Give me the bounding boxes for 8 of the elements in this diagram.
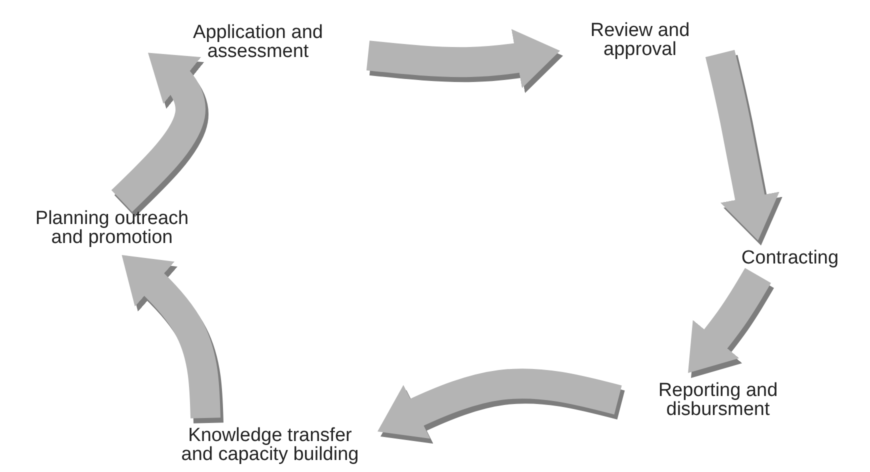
step-label: Planning outreach and promotion [34, 209, 190, 247]
step-label: Reporting and disbursment [657, 381, 779, 419]
step-label: Knowledge transfer and capacity building [180, 426, 360, 464]
step-label: Review and approval [589, 21, 691, 59]
block-arrow [705, 50, 780, 244]
step-label: Contracting [740, 248, 840, 268]
step-label: Application and assessment [192, 23, 324, 61]
block-arrow [366, 29, 563, 88]
